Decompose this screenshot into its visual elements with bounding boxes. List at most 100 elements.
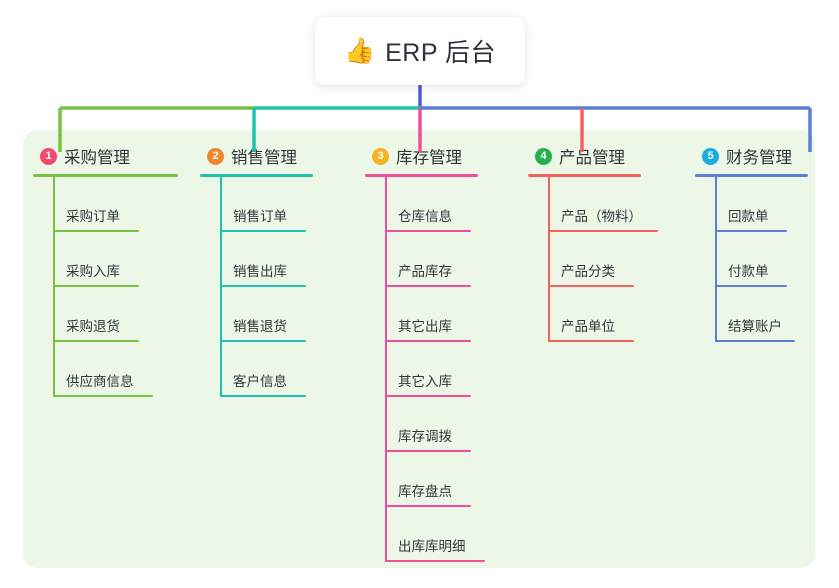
leaf-item-label: 销售订单 (233, 209, 287, 225)
branch-header-label: 财务管理 (726, 149, 792, 167)
branch-header-2[interactable]: 2 销售管理 (200, 143, 313, 169)
leaf-item[interactable]: 采购订单 (33, 177, 178, 232)
branch-item-list: 销售订单销售出库销售退货客户信息 (200, 177, 313, 397)
branch-spine (548, 177, 550, 342)
branch-column-2: 2 销售管理销售订单销售出库销售退货客户信息 (200, 143, 313, 397)
leaf-item[interactable]: 采购入库 (33, 232, 178, 287)
leaf-item-label: 采购退货 (66, 319, 120, 335)
leaf-item[interactable]: 产品分类 (528, 232, 641, 287)
branch-number-badge: 2 (207, 147, 224, 165)
branch-header-underline (200, 174, 313, 177)
leaf-item-label: 采购入库 (66, 264, 120, 280)
leaf-item-underline (548, 230, 658, 232)
leaf-item-label: 供应商信息 (66, 374, 134, 390)
branch-header-4[interactable]: 4 产品管理 (528, 143, 641, 169)
leaf-item-label: 产品（物料） (561, 209, 642, 225)
leaf-item-underline (385, 450, 471, 452)
leaf-item-label: 出库库明细 (398, 539, 466, 555)
root-node-title: ERP 后台 (385, 39, 497, 67)
leaf-item-underline (715, 285, 787, 287)
leaf-item[interactable]: 产品（物料） (528, 177, 658, 232)
branch-header-underline (528, 174, 641, 177)
leaf-item-label: 产品分类 (561, 264, 615, 280)
branch-number-badge: 4 (535, 147, 552, 165)
leaf-item-label: 产品单位 (561, 319, 615, 335)
leaf-item[interactable]: 产品库存 (365, 232, 478, 287)
leaf-item[interactable]: 产品单位 (528, 287, 641, 342)
branch-number-badge: 1 (40, 147, 57, 165)
branch-header-label: 销售管理 (231, 149, 297, 167)
leaf-item-underline (385, 560, 485, 562)
thumbs-up-icon: 👍 (343, 36, 376, 65)
leaf-item-underline (715, 340, 795, 342)
branch-number-badge: 3 (372, 147, 389, 165)
leaf-item-label: 销售退货 (233, 319, 287, 335)
branch-header-3[interactable]: 3 库存管理 (365, 143, 478, 169)
leaf-item-underline (220, 395, 306, 397)
leaf-item-label: 库存盘点 (398, 484, 452, 500)
branch-number-badge: 5 (702, 147, 719, 165)
branch-header-1[interactable]: 1 采购管理 (33, 143, 178, 169)
branch-spine (715, 177, 717, 342)
leaf-item[interactable]: 其它入库 (365, 342, 478, 397)
branch-column-3: 3 库存管理仓库信息产品库存其它出库其它入库库存调拨库存盘点出库库明细 (365, 143, 485, 562)
branch-header-underline (33, 174, 178, 177)
branch-header-underline (695, 174, 808, 177)
leaf-item[interactable]: 回款单 (695, 177, 808, 232)
leaf-item[interactable]: 供应商信息 (33, 342, 178, 397)
leaf-item[interactable]: 结算账户 (695, 287, 808, 342)
leaf-item[interactable]: 仓库信息 (365, 177, 478, 232)
branch-spine (220, 177, 222, 397)
leaf-item-underline (385, 285, 471, 287)
branch-item-list: 采购订单采购入库采购退货供应商信息 (33, 177, 178, 397)
branch-item-list: 仓库信息产品库存其它出库其它入库库存调拨库存盘点出库库明细 (365, 177, 485, 562)
leaf-item-underline (53, 395, 153, 397)
leaf-item-label: 库存调拨 (398, 429, 452, 445)
leaf-item[interactable]: 其它出库 (365, 287, 478, 342)
leaf-item[interactable]: 出库库明细 (365, 507, 485, 562)
branch-header-label: 库存管理 (396, 149, 462, 167)
leaf-item-label: 回款单 (728, 209, 769, 225)
branch-spine (53, 177, 55, 397)
leaf-item-label: 采购订单 (66, 209, 120, 225)
branch-item-list: 产品（物料） 产品分类产品单位 (528, 177, 658, 342)
diagram-background-panel (23, 130, 815, 568)
leaf-item-label: 仓库信息 (398, 209, 452, 225)
branch-header-underline (365, 174, 478, 177)
leaf-item-underline (715, 230, 787, 232)
branch-column-5: 5 财务管理回款单付款单结算账户 (695, 143, 808, 342)
leaf-item-underline (53, 340, 139, 342)
leaf-item[interactable]: 库存调拨 (365, 397, 478, 452)
leaf-item[interactable]: 采购退货 (33, 287, 178, 342)
leaf-item[interactable]: 销售出库 (200, 232, 313, 287)
branch-column-4: 4 产品管理产品（物料） 产品分类产品单位 (528, 143, 658, 342)
root-node-card[interactable]: 👍 ERP 后台 (315, 17, 525, 85)
branch-header-label: 产品管理 (559, 149, 625, 167)
branch-header-label: 采购管理 (64, 149, 130, 167)
leaf-item-underline (548, 340, 634, 342)
leaf-item[interactable]: 客户信息 (200, 342, 313, 397)
leaf-item-label: 产品库存 (398, 264, 452, 280)
leaf-item[interactable]: 销售订单 (200, 177, 313, 232)
leaf-item[interactable]: 付款单 (695, 232, 808, 287)
leaf-item-underline (53, 230, 139, 232)
leaf-item-label: 其它入库 (398, 374, 452, 390)
leaf-item-underline (220, 340, 306, 342)
leaf-item[interactable]: 库存盘点 (365, 452, 478, 507)
leaf-item-underline (220, 230, 306, 232)
leaf-item[interactable]: 销售退货 (200, 287, 313, 342)
leaf-item-underline (220, 285, 306, 287)
leaf-item-label: 付款单 (728, 264, 769, 280)
leaf-item-label: 客户信息 (233, 374, 287, 390)
branch-item-list: 回款单付款单结算账户 (695, 177, 808, 342)
branch-column-1: 1 采购管理采购订单采购入库采购退货供应商信息 (33, 143, 178, 397)
leaf-item-underline (385, 395, 471, 397)
branch-header-5[interactable]: 5 财务管理 (695, 143, 808, 169)
leaf-item-underline (385, 230, 471, 232)
leaf-item-underline (53, 285, 139, 287)
leaf-item-label: 销售出库 (233, 264, 287, 280)
leaf-item-label: 结算账户 (728, 319, 782, 335)
branch-spine (385, 177, 387, 562)
